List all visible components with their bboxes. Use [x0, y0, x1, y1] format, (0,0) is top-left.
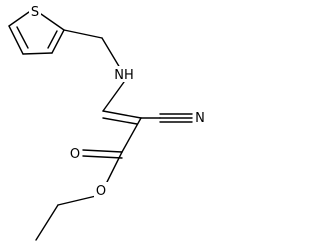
bond-c2-c3 — [51, 29, 65, 54]
bond-nh-ch — [102, 81, 125, 112]
bond-s-c2 — [40, 13, 65, 31]
amine-label: NH — [114, 68, 134, 83]
bond-ch2-ch3 — [35, 204, 59, 241]
thiophene-ring — [8, 11, 65, 55]
bond-ch2-nh — [101, 37, 121, 69]
bond-c3-c4 — [22, 52, 53, 55]
chemical-structure: S NH N O O — [8, 3, 206, 241]
bond-carbonyl-double-2 — [82, 155, 123, 159]
bond-c4-c5-inner — [16, 26, 29, 49]
bond-carbonyl-double-1 — [82, 149, 123, 153]
bond-ester-o-ch2 — [57, 195, 97, 206]
bond-c2-c3-inner — [47, 30, 58, 49]
bond-c4-c5 — [8, 25, 24, 55]
bond-c5-s — [8, 11, 30, 27]
bond-ch-c-double-2 — [102, 117, 138, 125]
bond-ch-c-double-1 — [102, 110, 142, 119]
nitrile-nitrogen-label: N — [195, 111, 205, 126]
bond-c2-ch2 — [63, 29, 103, 39]
bond-carbonyl-ester-o — [105, 151, 123, 185]
carbonyl-oxygen-label: O — [70, 147, 80, 162]
sulfur-label: S — [31, 5, 39, 20]
bond-c-carbonyl-c — [121, 117, 142, 153]
ester-oxygen-label: O — [96, 184, 106, 199]
